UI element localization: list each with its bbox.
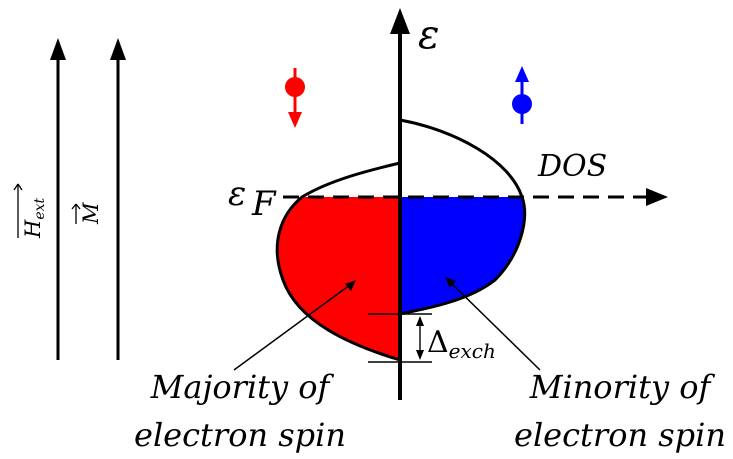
fermi-level-symbol: ε: [228, 174, 246, 214]
majority-dos-curve: [275, 161, 401, 362]
magnetization-label: M: [71, 202, 103, 225]
minority-filled-region: [400, 197, 525, 314]
h-ext-label: Hext: [13, 183, 48, 239]
majority-annotation-line1: Majority of: [150, 368, 335, 406]
dos-axis-label: DOS: [537, 149, 607, 184]
minority-annotation-line1: Minority of: [529, 368, 716, 406]
magnetization-arrow: [110, 38, 126, 360]
minority-leader-arrowhead: [445, 277, 456, 288]
majority-leader-line: [233, 281, 355, 371]
spin-down-arrow-icon: [285, 68, 305, 128]
minority-dos-curve: [399, 118, 527, 316]
fermi-level-subscript: F: [251, 184, 277, 224]
svg-text:Hext: Hext: [21, 197, 48, 239]
minority-leader-line: [447, 279, 541, 371]
dos-axis-arrowhead: [646, 188, 668, 206]
exchange-splitting-label: Δexch: [427, 325, 496, 363]
majority-leader-arrowhead: [345, 280, 356, 291]
external-field-arrow: [50, 38, 66, 360]
majority-annotation-line2: electron spin: [134, 416, 346, 454]
exchange-splitting-marker: [368, 313, 432, 363]
energy-axis-label: ε: [418, 12, 439, 58]
majority-filled-region: [277, 197, 400, 360]
energy-axis-arrowhead: [390, 8, 410, 34]
svg-text:M: M: [79, 202, 103, 225]
minority-annotation-line2: electron spin: [514, 416, 726, 454]
spin-up-arrow-icon: [512, 66, 532, 124]
